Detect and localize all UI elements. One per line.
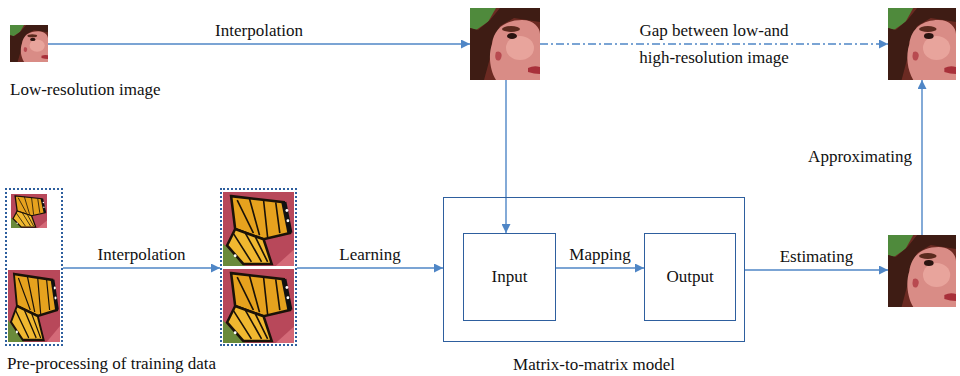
dotted-group-box: Pre-processing of training data [5, 188, 63, 346]
node-label: Output [666, 267, 713, 287]
model-box: Matrix-to-matrix modelInputOutput [443, 197, 745, 342]
butterfly-picture [8, 270, 60, 342]
edge-label-holder: Approximating [808, 147, 912, 167]
face-picture [888, 235, 956, 307]
butterfly-picture [223, 269, 294, 343]
face-picture [888, 8, 956, 80]
image-thumbnail [470, 8, 540, 80]
edge-label-holder: Interpolation [215, 21, 303, 41]
image-thumbnail [888, 235, 956, 307]
connector-arrow [297, 267, 443, 268]
connector-arrow [63, 267, 220, 268]
edge-label-holder: Learning [339, 245, 400, 265]
node-label: Input [492, 267, 528, 287]
butterfly-picture [11, 194, 47, 228]
edge-label: Interpolation [215, 21, 303, 41]
node-label: Low-resolution image [10, 80, 161, 100]
edge-label-holder: Gap between low-and high-resolution imag… [628, 17, 800, 71]
butterfly-picture [223, 192, 294, 266]
image-thumbnail [888, 8, 956, 80]
edge-label-holder: Estimating [780, 247, 854, 267]
connector-arrow [745, 269, 888, 270]
connector-arrow [921, 80, 922, 235]
edge-label-holder: Mapping [569, 245, 630, 265]
label-holder: Pre-processing of training data [7, 354, 216, 374]
dotted-group-box [220, 188, 297, 346]
face-picture [10, 25, 48, 62]
connector-arrow [540, 43, 888, 44]
edge-label: Gap between low-and high-resolution imag… [628, 17, 800, 71]
node-label: Matrix-to-matrix model [513, 355, 675, 375]
edge-label: Estimating [780, 247, 854, 267]
connector-arrow [556, 267, 644, 268]
edge-label: Interpolation [98, 245, 186, 265]
edge-label: Mapping [569, 245, 630, 265]
edge-label-holder: Interpolation [98, 245, 186, 265]
process-box: Input [463, 233, 556, 321]
connector-arrow [505, 80, 506, 233]
label-holder: Low-resolution image [10, 80, 161, 100]
process-box: Output [644, 233, 736, 321]
connector-arrow [48, 43, 470, 44]
label-holder: Matrix-to-matrix model [513, 355, 675, 375]
edge-label: Approximating [808, 147, 912, 167]
edge-label: Learning [339, 245, 400, 265]
face-picture [470, 8, 540, 80]
image-thumbnail: Low-resolution image [10, 25, 48, 62]
node-label: Pre-processing of training data [7, 354, 216, 374]
